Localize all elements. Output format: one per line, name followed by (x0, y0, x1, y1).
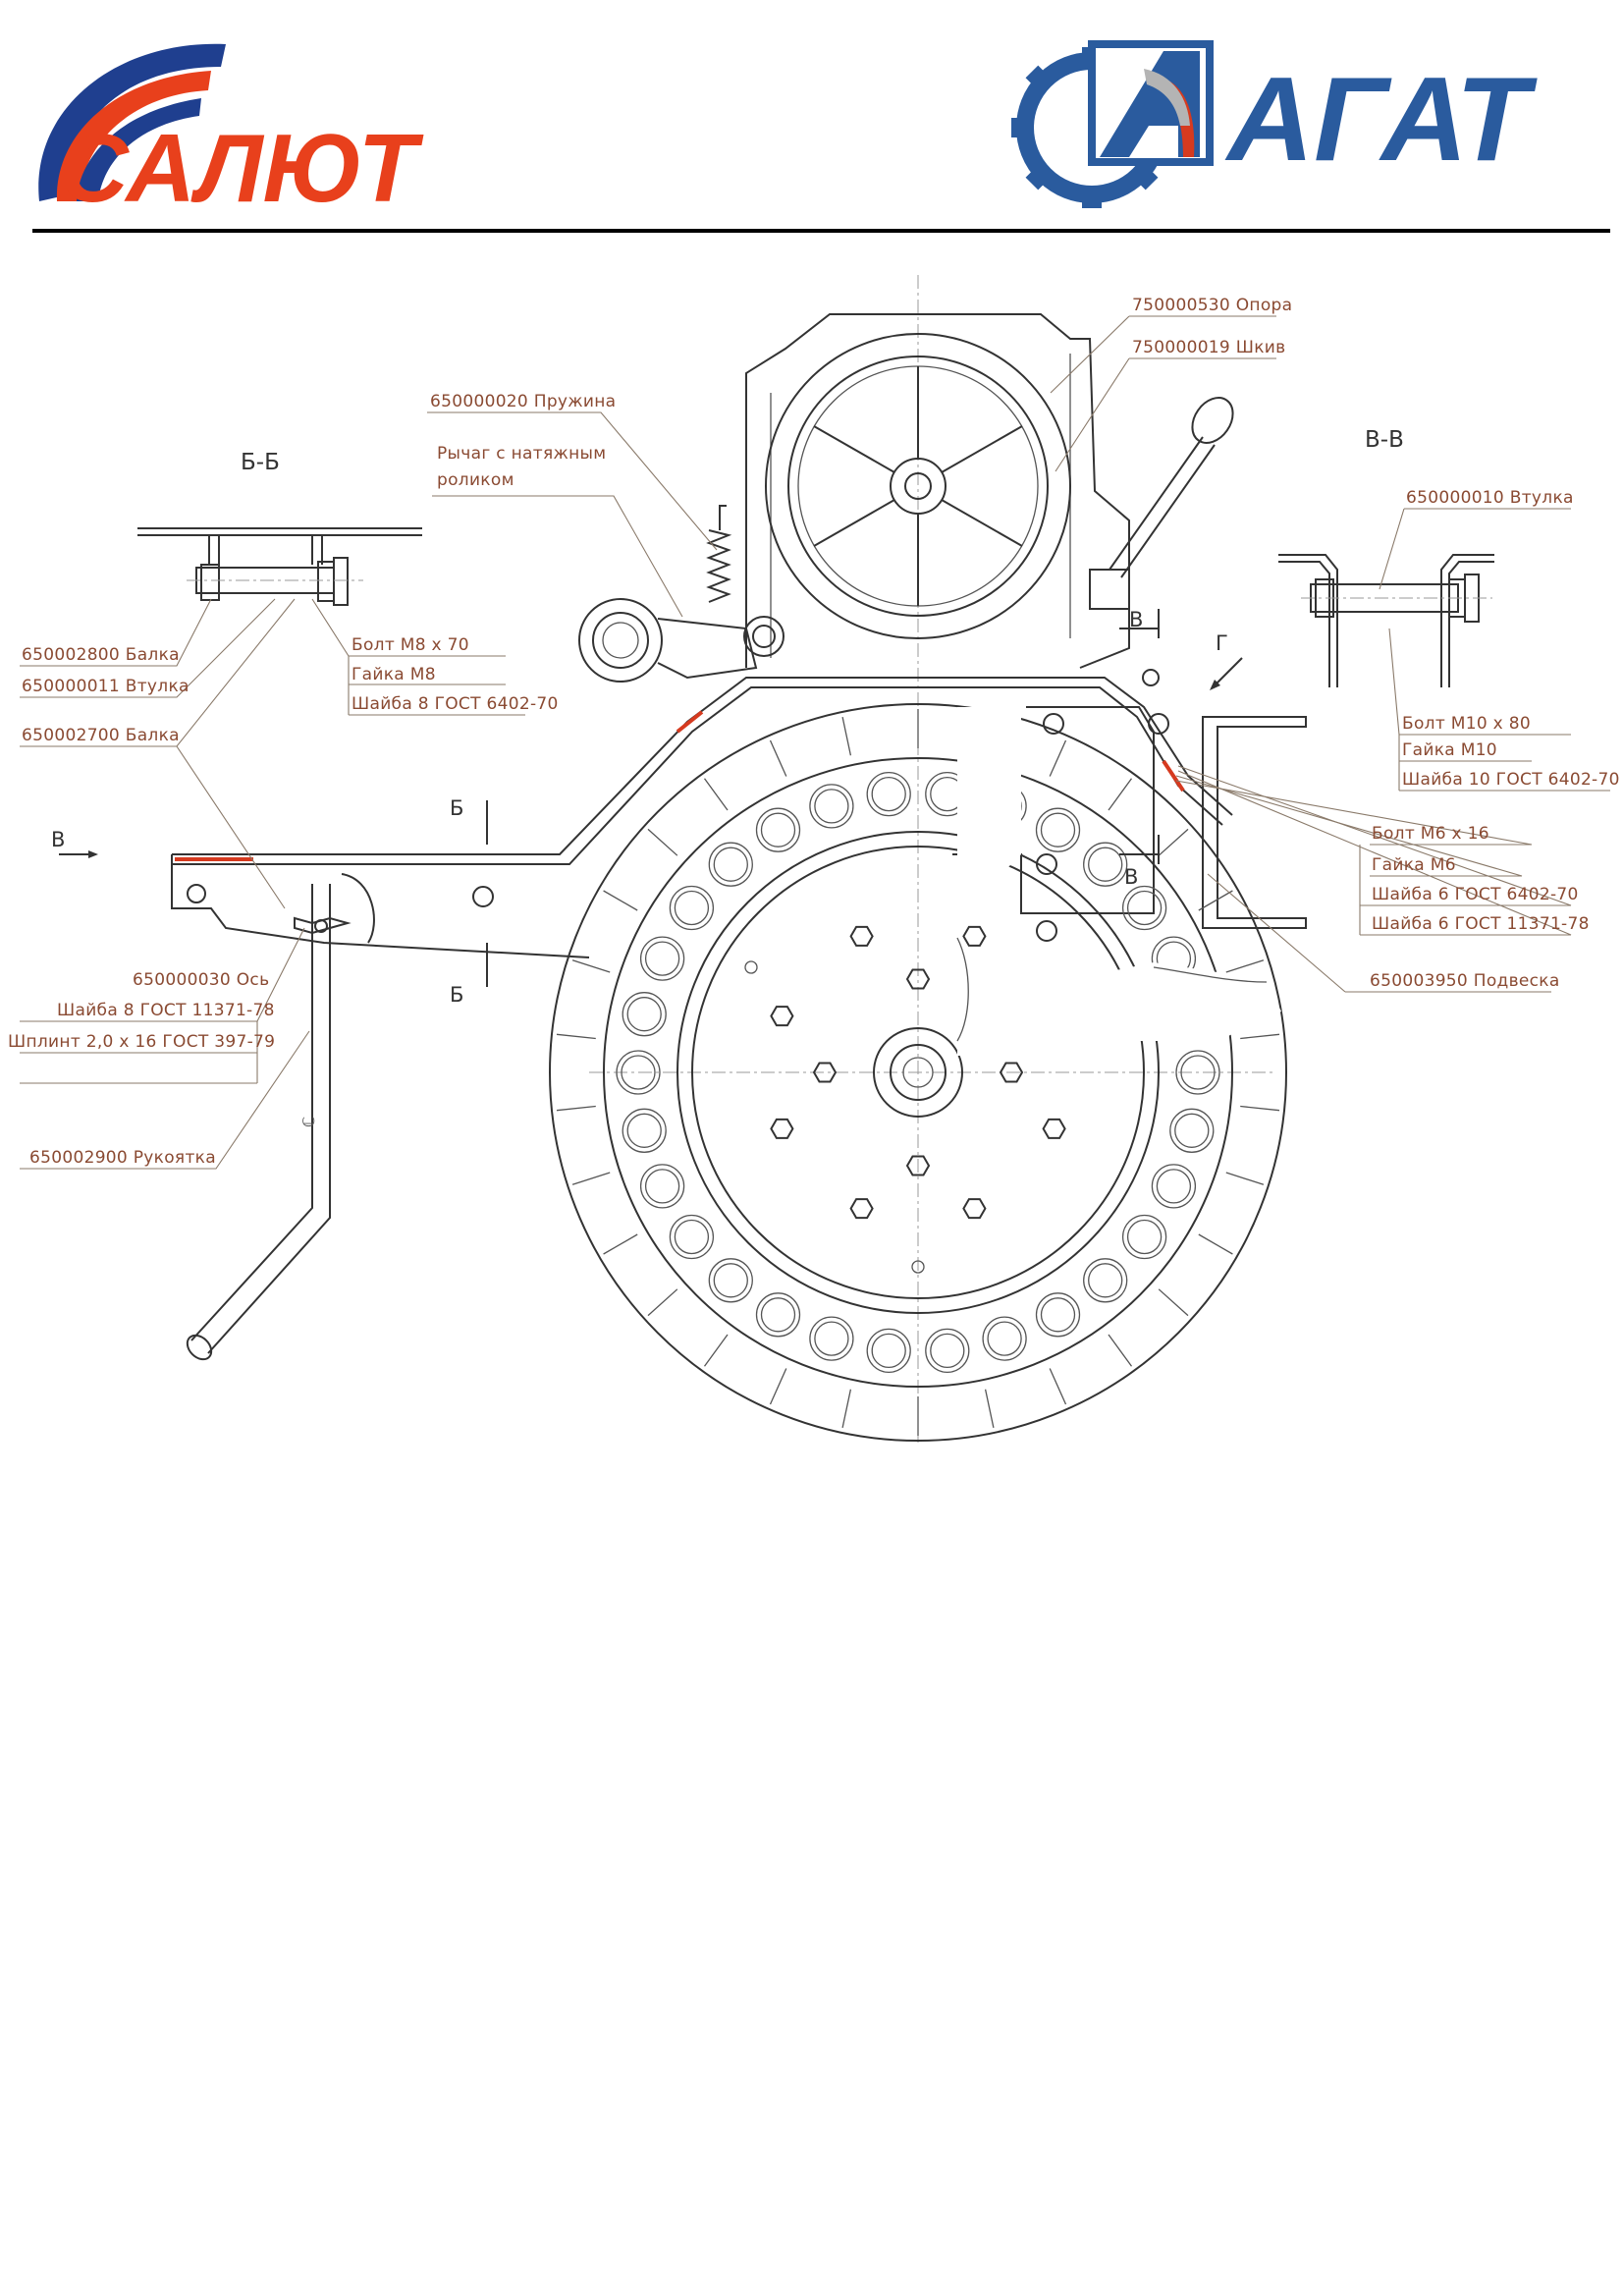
wheel (549, 703, 1287, 1442)
salut-logo-text: САЛЮТ (59, 114, 424, 222)
label-bolt-m10: Болт М10 х 80 (1402, 714, 1531, 734)
label-washer-6-11371: Шайба 6 ГОСТ 11371-78 (1372, 914, 1590, 934)
cut-marker-b-bottom: Б (450, 983, 463, 1007)
label-nut-m10: Гайка М10 (1402, 740, 1497, 760)
section-vv-title: В-В (1365, 427, 1404, 453)
label-bolt-m8: Болт М8 х 70 (352, 635, 469, 655)
label-pulley: 750000019 Шкив (1132, 338, 1285, 357)
cut-marker-v-bottom: В (1124, 865, 1138, 889)
engine-lever (1089, 397, 1234, 610)
agat-logo-text: АГАТ (1224, 52, 1539, 186)
handle: ℂ (186, 873, 375, 1361)
pulley (765, 333, 1071, 639)
label-support: 750000530 Опора (1132, 296, 1292, 315)
cut-markers (59, 609, 1243, 987)
cut-marker-v-left: В (51, 828, 65, 851)
label-spring: 650000020 Пружина (430, 392, 616, 411)
cut-marker-b-top: Б (450, 796, 463, 820)
label-bush-011: 650000011 Втулка (22, 677, 189, 696)
label-washer-8-11371: Шайба 8 ГОСТ 11371-78 (57, 1001, 275, 1020)
svg-text:ℂ: ℂ (299, 1117, 318, 1127)
label-lever-line1: Рычаг с натяжным (437, 444, 606, 464)
label-handle: 650002900 Рукоятка (29, 1148, 216, 1168)
label-washer-6-6402: Шайба 6 ГОСТ 6402-70 (1372, 885, 1579, 904)
section-vv-view (1278, 554, 1494, 687)
beam-650002700 (172, 677, 1233, 855)
tension-roller (578, 598, 784, 683)
label-hanger: 650003950 Подвеска (1370, 971, 1560, 991)
cut-marker-v-top: В (1129, 608, 1143, 631)
section-bb-title: Б-Б (241, 450, 280, 475)
section-bb-view (137, 527, 422, 606)
label-nut-m8: Гайка М8 (352, 665, 436, 684)
leader-lines (20, 315, 1610, 1170)
label-nut-m6: Гайка М6 (1372, 855, 1456, 875)
label-axle: 650000030 Ось (133, 970, 269, 990)
view-marker-g: Г (1216, 631, 1228, 655)
salut-logo: САЛЮТ (38, 43, 424, 222)
label-bush-v: 650000010 Втулка (1406, 488, 1574, 508)
label-washer-8-6402: Шайба 8 ГОСТ 6402-70 (352, 694, 559, 714)
label-beam-2700: 650002700 Балка (22, 726, 180, 745)
label-pin: Шплинт 2,0 х 16 ГОСТ 397-79 (8, 1032, 275, 1052)
label-lever-line2: роликом (437, 470, 514, 490)
spring (706, 505, 732, 603)
label-bolt-m6: Болт М6 х 16 (1372, 824, 1489, 844)
part-labels: 750000530 Опора 750000019 Шкив 650000020… (8, 296, 1620, 1168)
label-beam-2800: 650002800 Балка (22, 645, 180, 665)
label-washer-10-6402: Шайба 10 ГОСТ 6402-70 (1402, 770, 1620, 790)
main-assembly: ℂ (59, 275, 1307, 1444)
agat-logo: АГАТ (1011, 40, 1539, 208)
